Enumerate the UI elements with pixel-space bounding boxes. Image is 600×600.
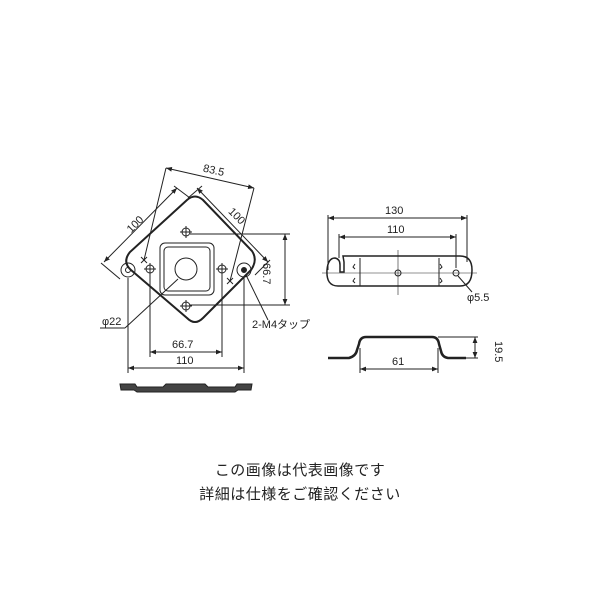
tap-note: 2-M4タップ: [252, 318, 310, 331]
dim-66-7-vertical: 66.7: [260, 263, 272, 284]
bracket-side-view: [328, 335, 478, 373]
center-hole: [174, 257, 198, 281]
center-square-outer: [159, 242, 215, 296]
plate-front-view: [100, 166, 290, 373]
dim-110-plate: 110: [176, 355, 194, 367]
right-slot: [236, 262, 252, 278]
dim-130: 130: [385, 205, 403, 217]
plate-side-view: [119, 383, 253, 393]
dim-66-7-horizontal: 66.7: [172, 339, 193, 351]
left-slot: [120, 262, 136, 278]
dim-61: 61: [392, 356, 404, 368]
dim-83-5: 83.5: [202, 163, 226, 180]
dim-100-right: 100: [226, 206, 247, 227]
dim-100-left: 100: [125, 214, 146, 235]
dim-19-5: 19.5: [492, 341, 504, 362]
center-square-inner: [163, 246, 211, 292]
dim-phi-5-5: φ5.5: [467, 292, 489, 304]
dim-110-bracket: 110: [387, 224, 405, 236]
bracket-top-view: [322, 215, 477, 295]
dim-phi-22: φ22: [102, 316, 121, 328]
notice-line-1: この画像は代表画像です: [214, 461, 386, 479]
bracket-outline: [326, 255, 473, 287]
representative-image-notice: この画像は代表画像です 詳細は仕様をご確認ください: [0, 459, 600, 504]
notice-line-2: 詳細は仕様をご確認ください: [199, 485, 401, 503]
tap-holes: [140, 226, 234, 312]
